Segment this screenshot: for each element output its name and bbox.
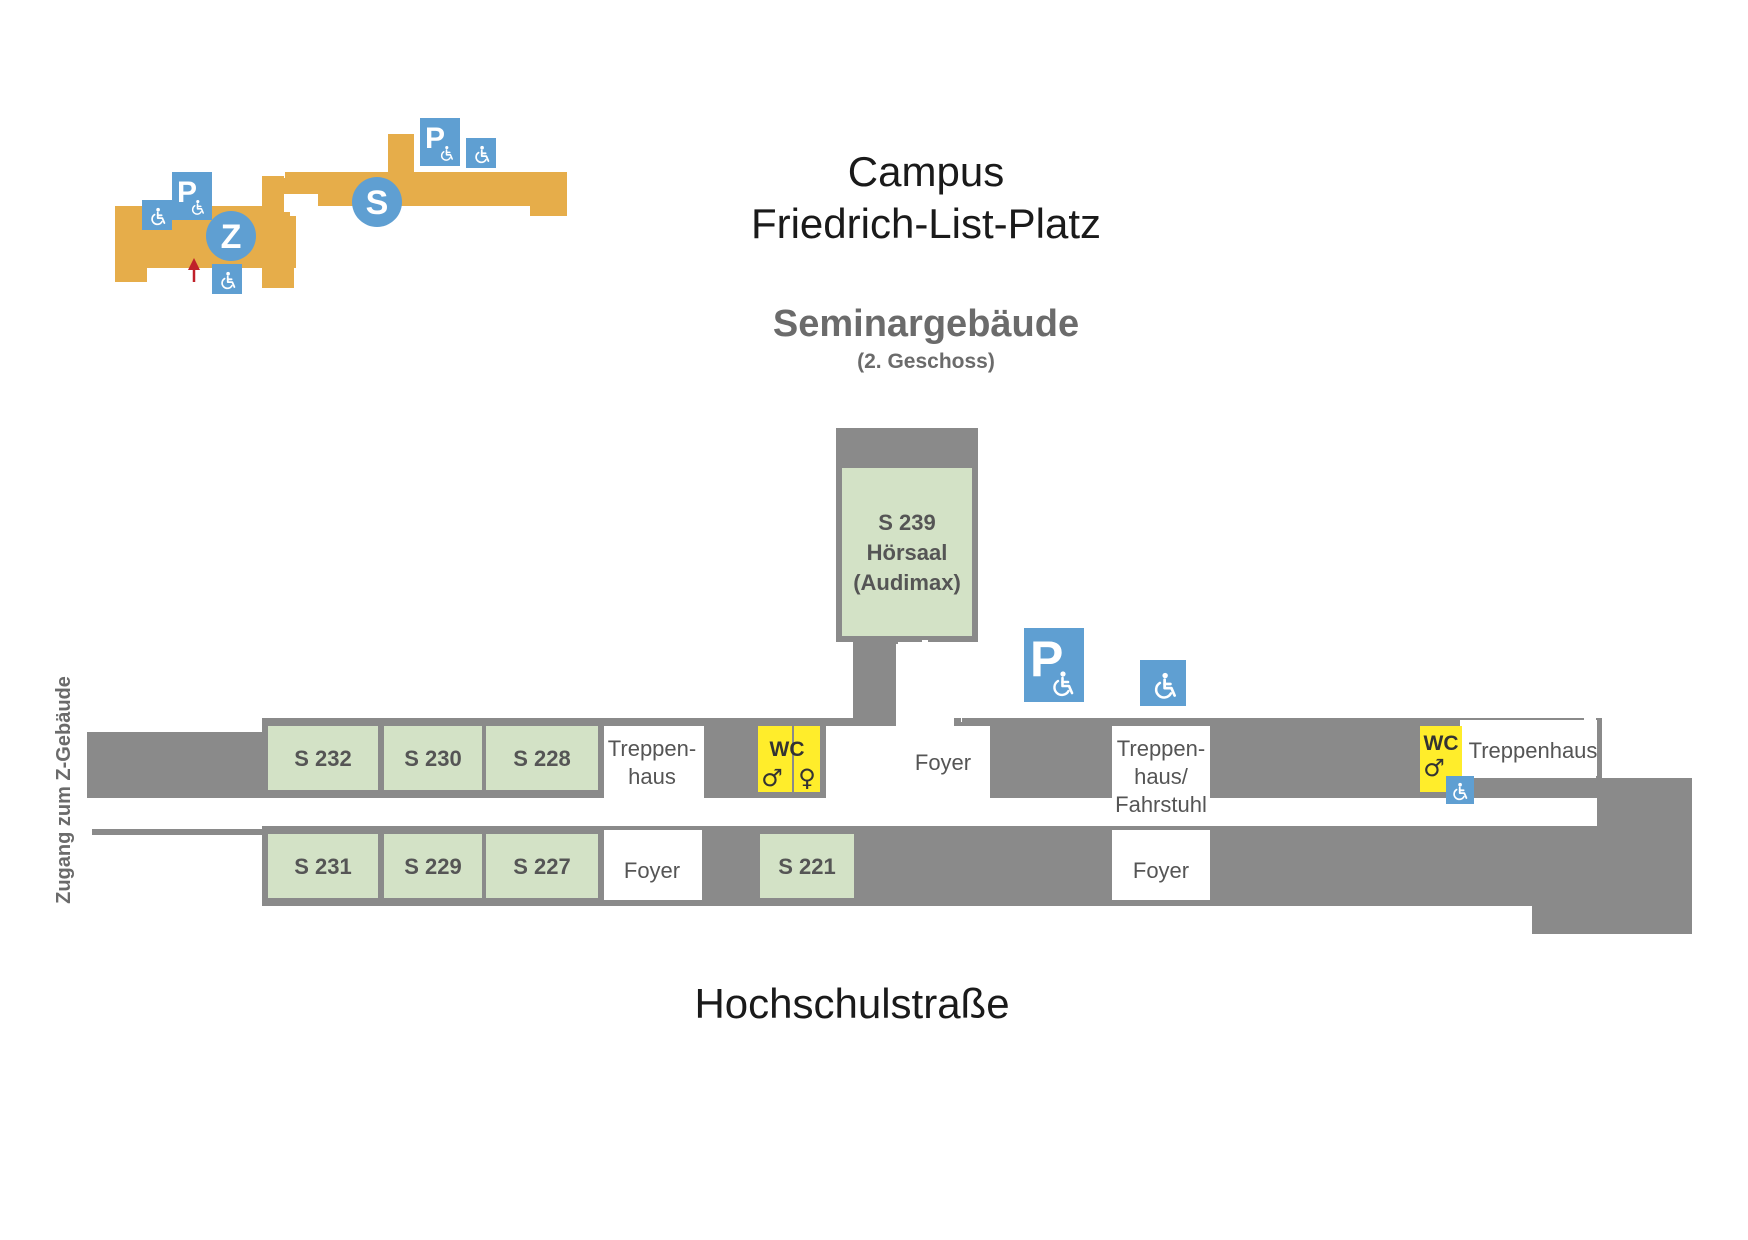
building-plan: WC ♂ ♀ WC ♂ S 232 S 230 S 228 S 231 S 22… — [87, 428, 1692, 934]
wc-right[interactable]: WC ♂ — [1420, 726, 1474, 804]
parking-label: P — [1030, 631, 1063, 687]
minimap-parking-east[interactable]: P — [420, 118, 460, 166]
up-arrow-icon — [188, 258, 200, 282]
wc-right-label: WC — [1424, 732, 1459, 755]
foyer-left-label: Foyer — [624, 858, 680, 883]
building-title: Seminargebäude — [773, 303, 1079, 345]
room-s229-label: S 229 — [404, 854, 462, 879]
room-s228-label: S 228 — [513, 746, 571, 771]
campus-title: Campus — [848, 148, 1004, 195]
room-s227-label: S 227 — [513, 854, 571, 879]
minimap-accessible-3 — [212, 264, 242, 294]
room-s228[interactable] — [486, 726, 598, 790]
stairwell-mid-line1: Treppen- — [1117, 736, 1205, 761]
foyer-center-label: Foyer — [915, 750, 971, 775]
room-s231-label: S 231 — [294, 854, 352, 879]
accessible-entrance-icon[interactable] — [1140, 660, 1186, 706]
room-s232[interactable] — [268, 726, 378, 790]
foyer-right-label: Foyer — [1133, 858, 1189, 883]
stairwell-left-line2: haus — [628, 764, 676, 789]
room-s231[interactable] — [268, 834, 378, 898]
wc-left-label: WC — [770, 738, 805, 761]
room-s232-label: S 232 — [294, 746, 352, 771]
room-s230-label: S 230 — [404, 746, 462, 771]
room-s227[interactable] — [486, 834, 598, 898]
floor-label: (2. Geschoss) — [857, 350, 995, 373]
room-s239-note: (Audimax) — [853, 570, 961, 595]
minimap-parking-west[interactable]: P — [172, 172, 212, 220]
minimap-marker-s[interactable]: S — [352, 177, 402, 227]
parking-icon[interactable]: P — [1024, 628, 1084, 702]
room-s229[interactable] — [384, 834, 482, 898]
marker-z-label: Z — [221, 218, 242, 256]
room-s239-number: S 239 — [878, 510, 936, 535]
site-minimap: Z S P P — [115, 118, 567, 294]
street-label: Hochschulstraße — [694, 980, 1009, 1027]
room-s221[interactable] — [760, 834, 854, 898]
access-z-building-label: Zugang zum Z-Gebäude — [53, 676, 75, 904]
stairwell-mid-line3: Fahrstuhl — [1115, 792, 1207, 817]
wc-male-icon: ♂ — [761, 764, 783, 792]
marker-s-label: S — [366, 184, 389, 222]
room-s230[interactable] — [384, 726, 482, 790]
stairwell-mid-line2: haus/ — [1134, 764, 1189, 789]
parking-west-label: P — [177, 176, 197, 209]
wc-female-icon: ♀ — [798, 764, 816, 792]
stairwell-left-line1: Treppen- — [608, 736, 696, 761]
wc-male-icon: ♂ — [1423, 754, 1445, 782]
campus-subtitle: Friedrich-List-Platz — [751, 200, 1101, 247]
minimap-accessible-1 — [142, 200, 172, 230]
wc-male-block — [758, 726, 792, 792]
room-s239[interactable] — [842, 468, 972, 636]
room-s239-name: Hörsaal — [867, 540, 948, 565]
wc-left[interactable]: WC ♂ ♀ — [758, 726, 820, 792]
room-s221-label: S 221 — [778, 854, 836, 879]
minimap-marker-z[interactable]: Z — [206, 211, 256, 261]
parking-east-label: P — [425, 122, 445, 155]
wc-female-block — [794, 726, 820, 792]
minimap-accessible-2 — [466, 138, 496, 168]
stairwell-right-label: Treppenhaus — [1469, 738, 1598, 763]
